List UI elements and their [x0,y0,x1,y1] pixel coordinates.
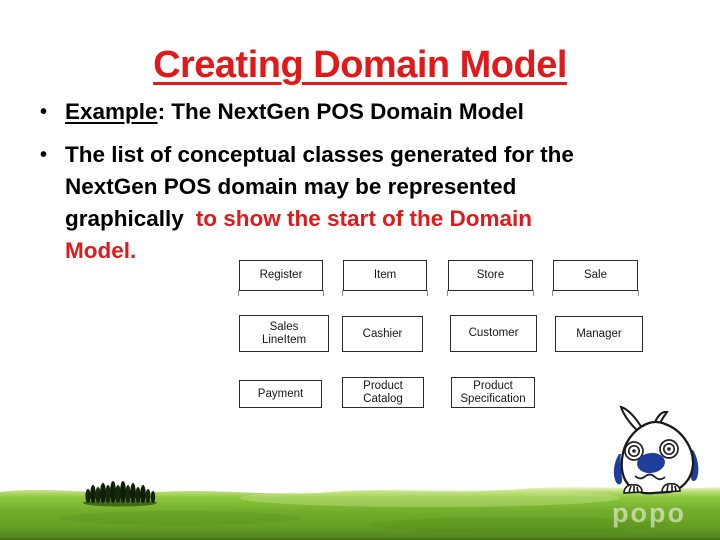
class-label: Cashier [362,327,403,340]
mascot-paw-left [623,484,643,494]
mascot-eye-right [659,439,679,459]
class-box-item: Item [342,260,428,296]
grass-shade-2 [370,517,670,533]
class-label: Payment [257,387,304,400]
grass-shade-1 [60,511,300,525]
popo-mascot [606,404,706,496]
class-box-payment: Payment [239,380,322,408]
mascot-mouth [634,473,666,481]
bullet2-line3-red: to show the start of the Domain [195,206,533,231]
mascot-eye-left [624,441,644,461]
class-label: Product Specification [460,380,526,405]
class-box-stub [238,290,324,296]
bullet-marker: • [40,101,48,123]
mascot-paw-right [661,483,681,493]
watermark-text: popo [612,498,686,528]
bullet1-text: Example: The NextGen POS Domain Model [65,97,524,127]
class-label: Product Catalog [363,380,403,405]
class-label: Manager [576,327,622,340]
popo-mascot-icon [613,405,699,495]
grass-surface [0,487,720,540]
class-box-sales-lineitem: Sales LineItem [239,315,329,352]
class-label: Sale [583,269,608,282]
grass-hill [0,470,720,540]
bullet-item-description: • The list of conceptual classes generat… [40,139,574,267]
class-label: Customer [468,327,519,340]
grass-highlight [240,489,620,507]
bullet2-line3-black: graphically [65,206,184,231]
bullet-item-example: • Example: The NextGen POS Domain Model [40,97,524,127]
mascot-ear-left [613,454,623,485]
bullet-marker: • [40,144,48,166]
class-box-product-catalog: Product Catalog [342,377,424,408]
page-title: Creating Domain Model [153,44,567,86]
mascot-sprout-left [619,405,644,433]
grass-hill-image [0,481,720,540]
bullet2-text: The list of conceptual classes generated… [65,139,574,267]
bullet1-underlined: Example [65,99,158,124]
bullet2-line2: NextGen POS domain may be represented [65,174,517,199]
bullet2-line4: Model. [65,238,137,263]
class-box-product-specification: Product Specification [451,377,535,408]
class-label: Register [259,269,303,282]
class-box-manager: Manager [555,316,643,352]
class-label: Store [476,269,505,282]
class-box-stub [447,290,534,296]
bullet1-rest: : The NextGen POS Domain Model [157,99,524,124]
class-label: Sales LineItem [261,321,307,346]
class-box-customer: Customer [450,315,537,352]
tree-cluster-icon [83,481,157,507]
class-label: Item [373,269,397,282]
class-box-stub [552,290,639,296]
class-box-stub [342,290,428,296]
class-box-register: Register [238,260,324,296]
class-box-sale: Sale [552,260,639,296]
bullet2-line1: The list of conceptual classes generated… [65,142,574,167]
class-box-store: Store [447,260,534,296]
mascot-nose [637,452,665,474]
bullet2-line3: graphically to show the start of the Doma… [65,203,574,235]
class-box-cashier: Cashier [342,316,423,352]
